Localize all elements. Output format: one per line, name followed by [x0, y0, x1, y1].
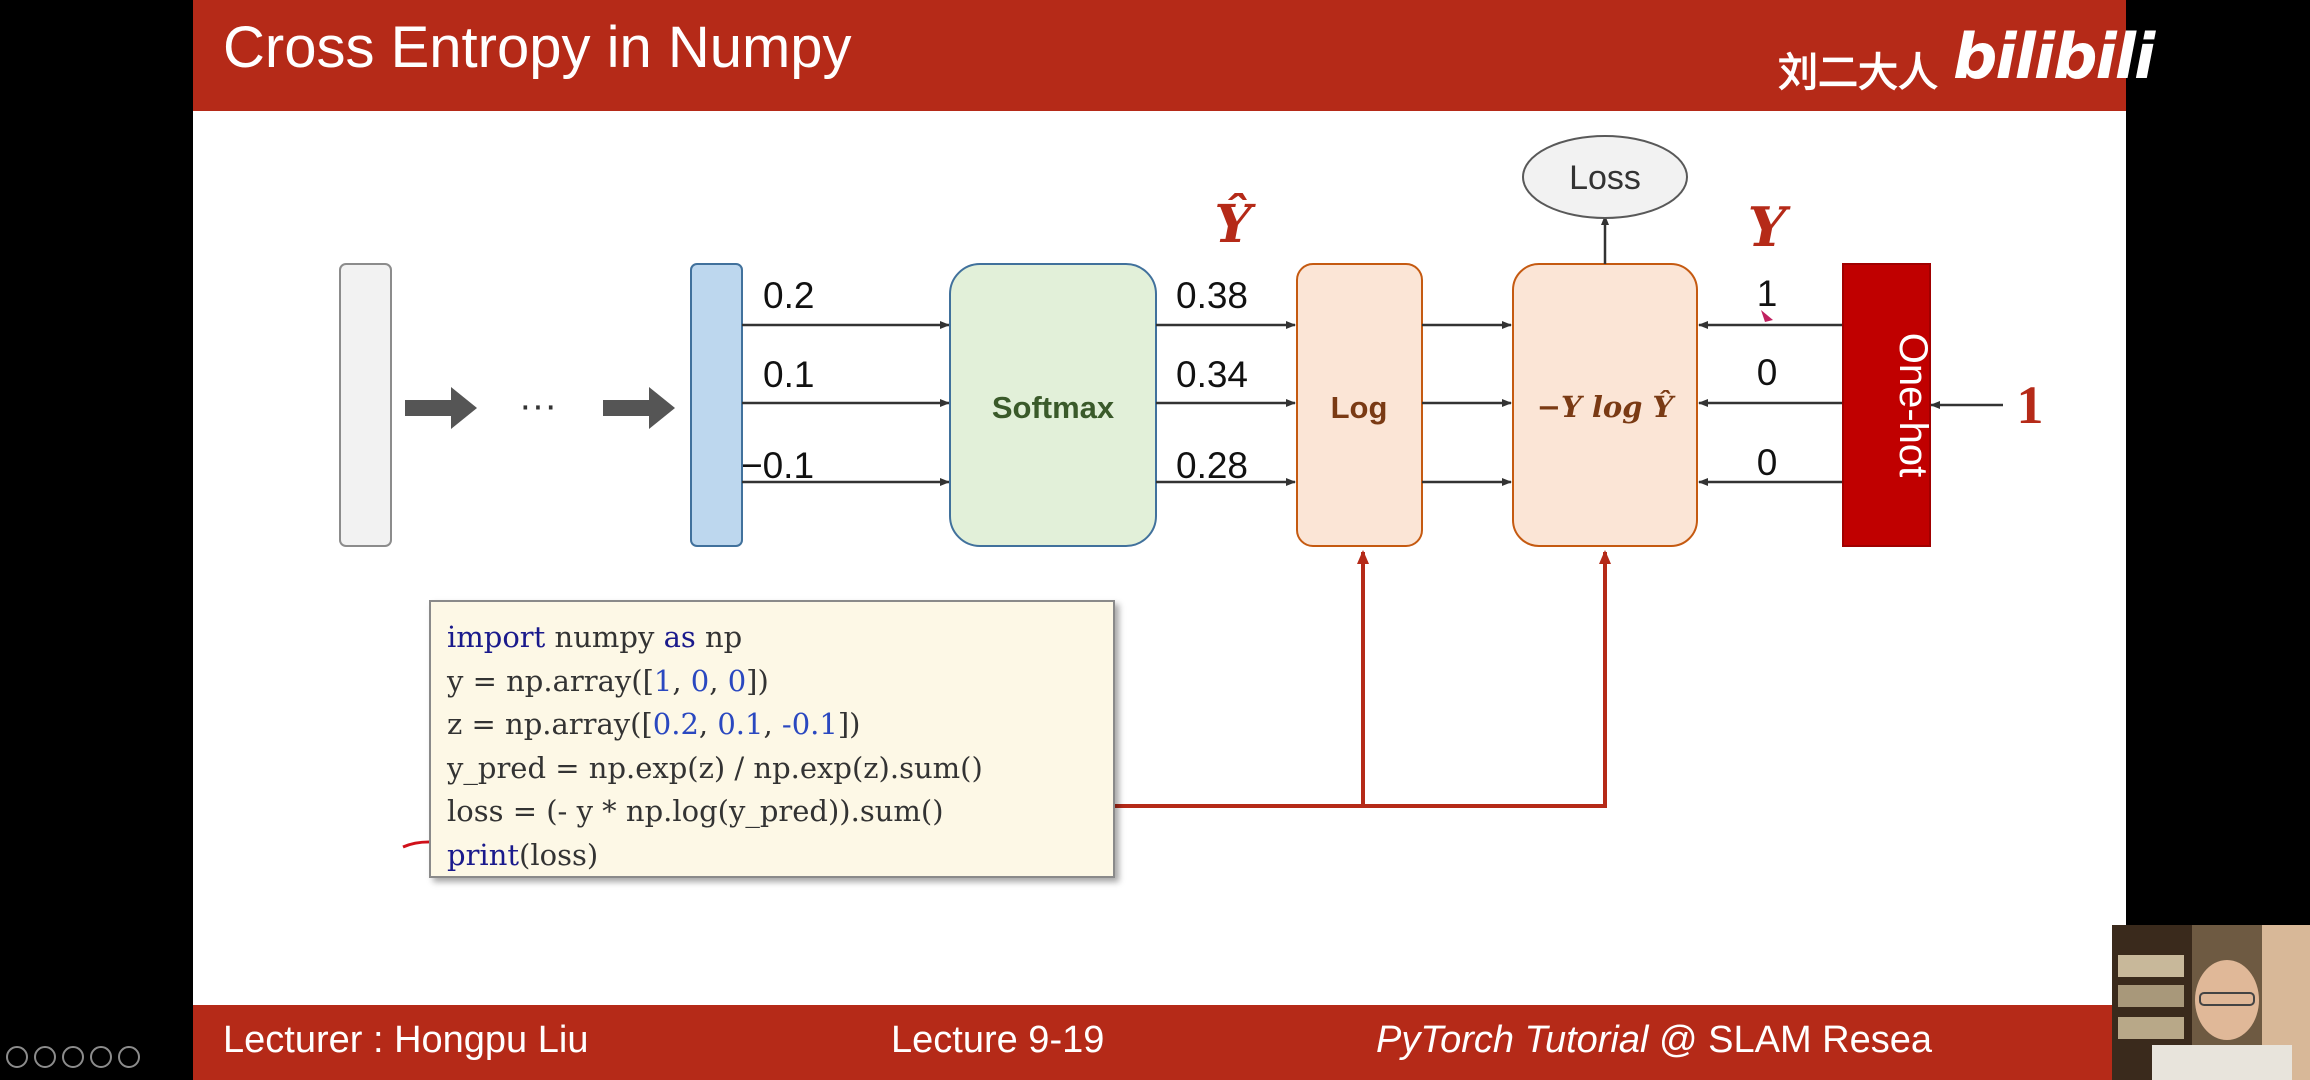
cross-entropy-formula: −Y log Ŷ — [1537, 389, 1677, 424]
course-name: PyTorch Tutorial @ SLAM Resea — [1376, 1019, 1933, 1061]
forward-arrow-icon — [405, 387, 477, 429]
cross-entropy-diagram: ··· 0.2 0.1 −0.1 Softmax Ŷ 0.38 0.34 0.2… — [339, 135, 2044, 849]
softmax-label: Softmax — [992, 390, 1115, 425]
logit-value: 0.2 — [763, 275, 814, 316]
loss-node — [1522, 135, 1688, 219]
fullscreen-icon[interactable] — [118, 1046, 140, 1068]
cursor-icon — [1761, 310, 1773, 322]
lecturer-name: Lecturer : Hongpu Liu — [223, 1019, 589, 1061]
prob-value: 0.34 — [1176, 354, 1248, 395]
class-input: 1 — [2017, 375, 2044, 435]
code-box: import numpy as np y = np.array([1, 0, 0… — [429, 600, 1115, 878]
code-line: z = np.array([0.2, 0.1, -0.1]) — [447, 707, 861, 741]
onehot-value: 0 — [1757, 352, 1778, 393]
input-layer — [339, 263, 392, 547]
onehot-value: 0 — [1757, 442, 1778, 483]
log-box — [1296, 263, 1423, 547]
play-icon[interactable] — [34, 1046, 56, 1068]
code-line: import numpy as np — [447, 620, 743, 654]
code-line: y_pred = np.exp(z) / np.exp(z).sum() — [447, 750, 983, 785]
brand-name: 刘二大人 — [1778, 50, 1938, 96]
code-line: y = np.array([1, 0, 0]) — [447, 663, 769, 698]
prob-value: 0.28 — [1176, 445, 1248, 486]
code-keyword: as — [663, 620, 696, 654]
onehot-label: One-hot — [1891, 333, 1935, 478]
log-label: Log — [1331, 390, 1388, 425]
lecture-number: Lecture 9-19 — [891, 1019, 1105, 1061]
slide-header: Cross Entropy in Numpy 刘二大人 bilibili — [193, 0, 2155, 111]
prob-value: 0.38 — [1176, 275, 1248, 316]
webcam-overlay — [2112, 925, 2310, 1080]
y-symbol: Y — [1748, 195, 1791, 259]
annotation-connector — [1363, 550, 1611, 808]
ellipsis: ··· — [519, 385, 557, 427]
y-hat-symbol: Ŷ — [1214, 193, 1256, 255]
logit-value: 0.1 — [763, 354, 814, 395]
loss-label: Loss — [1569, 159, 1641, 197]
prev-icon[interactable] — [6, 1046, 28, 1068]
logit-value: −0.1 — [741, 445, 814, 486]
slide: Cross Entropy in Numpy 刘二大人 bilibili ··· — [193, 0, 2310, 1080]
player-controls — [6, 1046, 140, 1068]
bilibili-logo: bilibili — [1953, 20, 2155, 93]
logits-layer — [690, 263, 743, 547]
softmax-box — [949, 263, 1157, 547]
next-icon[interactable] — [62, 1046, 84, 1068]
code-line: print(loss) — [447, 837, 599, 872]
onehot-value: 1 — [1757, 273, 1778, 314]
settings-icon[interactable] — [90, 1046, 112, 1068]
onehot-block — [1842, 263, 1931, 547]
code-line: loss = (- y * np.log(y_pred)).sum() — [447, 794, 944, 828]
forward-arrow-icon — [603, 387, 675, 429]
slide-title: Cross Entropy in Numpy — [223, 15, 852, 80]
code-keyword: import — [447, 620, 546, 654]
code-keyword: print — [447, 837, 520, 872]
slide-footer: Lecturer : Hongpu Liu Lecture 9-19 PyTor… — [193, 1005, 2126, 1080]
